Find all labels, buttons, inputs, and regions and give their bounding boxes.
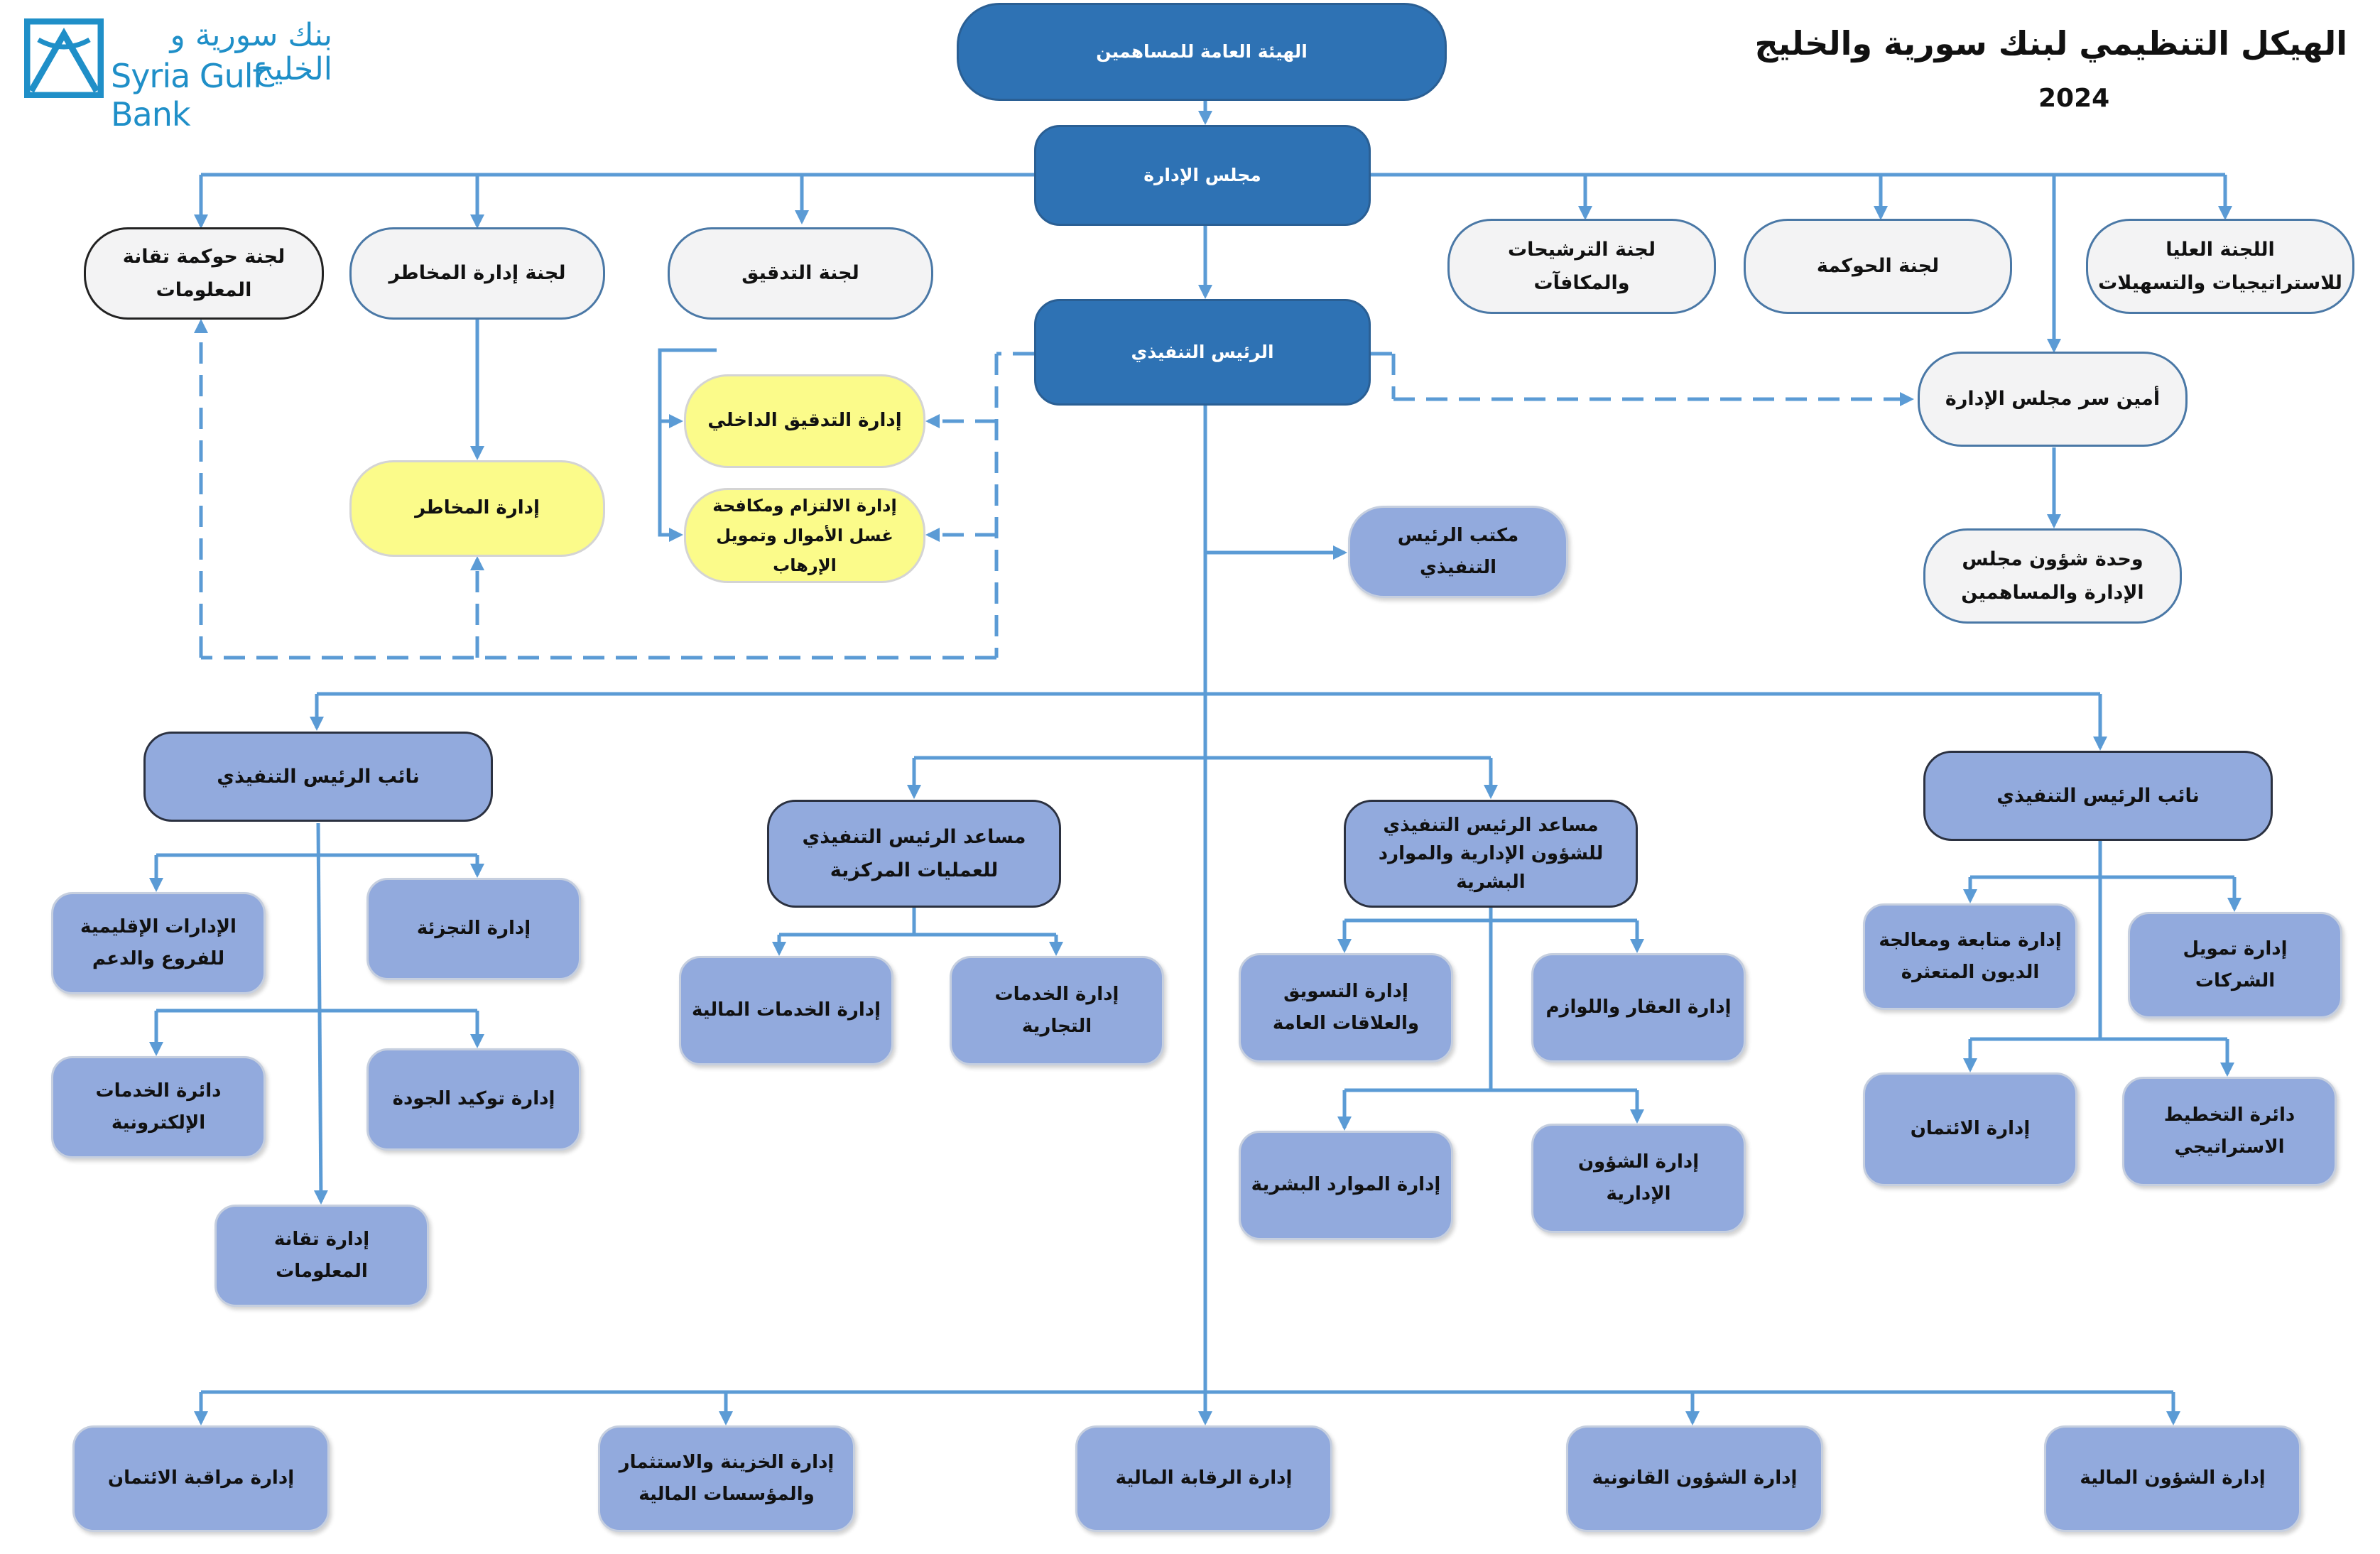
board-affairs-unit-node[interactable]: وحدة شؤون مجلس الإدارة والمساهمين bbox=[1923, 528, 2182, 624]
it-management-node[interactable]: إدارة تقانة المعلومات bbox=[214, 1205, 429, 1307]
general-assembly-node[interactable]: الهيئة العامة للمساهمين bbox=[957, 3, 1447, 101]
logo-english-name: Syria Gulf Bank bbox=[111, 57, 264, 134]
admin-affairs-node[interactable]: إدارة الشؤون الإدارية bbox=[1531, 1124, 1746, 1233]
marketing-pr-node[interactable]: إدارة التسويق والعلاقات العامة bbox=[1239, 953, 1453, 1063]
strategic-planning-node[interactable]: دائرة التخطيط الاستراتيجي bbox=[2122, 1077, 2337, 1186]
assistant-ceo-admin-hr-node[interactable]: مساعد الرئيس التنفيذي للشؤون الإدارية وا… bbox=[1344, 800, 1638, 908]
property-supplies-node[interactable]: إدارة العقار واللوازم bbox=[1531, 953, 1746, 1063]
syria-gulf-bank-logo: بنك سورية و الخليج Syria Gulf Bank bbox=[24, 17, 337, 134]
human-resources-node[interactable]: إدارة الموارد البشرية bbox=[1239, 1131, 1453, 1240]
treasury-investment-node[interactable]: إدارة الخزينة والاستثمار والمؤسسات المال… bbox=[598, 1425, 855, 1532]
regional-branches-node[interactable]: الإدارات الإقليمية للفروع والدعم bbox=[51, 892, 266, 994]
governance-committee-node[interactable]: لجنة الحوكمة bbox=[1744, 219, 2012, 314]
retail-node[interactable]: إدارة التجزئة bbox=[366, 878, 581, 980]
legal-affairs-node[interactable]: إدارة الشؤون القانونية bbox=[1566, 1425, 1823, 1532]
deputy-ceo-right-node[interactable]: نائب الرئيس التنفيذي bbox=[1923, 751, 2273, 841]
quality-assurance-node[interactable]: إدارة توكيد الجودة bbox=[366, 1048, 581, 1151]
it-governance-committee-node[interactable]: لجنة حوكمة تقانة المعلومات bbox=[84, 227, 324, 320]
logo-arabic-name: بنك سورية و الخليج bbox=[170, 17, 332, 88]
corporate-finance-node[interactable]: إدارة تمويل الشركات bbox=[2128, 912, 2342, 1018]
commercial-services-node[interactable]: إدارة الخدمات التجارية bbox=[950, 956, 1164, 1065]
risk-management-node[interactable]: إدارة المخاطر bbox=[349, 460, 605, 557]
assistant-ceo-operations-node[interactable]: مساعد الرئيس التنفيذي للعمليات المركزية bbox=[767, 800, 1061, 908]
financial-affairs-node[interactable]: إدارة الشؤون المالية bbox=[2044, 1425, 2301, 1532]
internal-audit-node[interactable]: إدارة التدقيق الداخلي bbox=[684, 374, 925, 468]
deputy-ceo-left-node[interactable]: نائب الرئيس التنفيذي bbox=[143, 732, 493, 822]
financial-services-node[interactable]: إدارة الخدمات المالية bbox=[679, 956, 893, 1065]
credit-monitoring-node[interactable]: إدارة مراقبة الائتمان bbox=[72, 1425, 330, 1532]
chart-title: الهيكل التنظيمي لبنك سورية والخليج bbox=[1754, 24, 2348, 63]
strategy-committee-node[interactable]: اللجنة العليا للاستراتيجيات والتسهيلات bbox=[2086, 219, 2354, 314]
credit-node[interactable]: إدارة الائتمان bbox=[1863, 1072, 2077, 1186]
ceo-node[interactable]: الرئيس التنفيذي bbox=[1034, 299, 1371, 406]
risk-committee-node[interactable]: لجنة إدارة المخاطر bbox=[349, 227, 605, 320]
financial-control-node[interactable]: إدارة الرقابة المالية bbox=[1075, 1425, 1332, 1532]
board-secretary-node[interactable]: أمين سر مجلس الإدارة bbox=[1918, 352, 2188, 447]
nominations-committee-node[interactable]: لجنة الترشيحات والمكافآت bbox=[1447, 219, 1716, 314]
audit-committee-node[interactable]: لجنة التدقيق bbox=[668, 227, 933, 320]
e-services-node[interactable]: دائرة الخدمات الإلكترونية bbox=[51, 1056, 266, 1158]
debt-followup-node[interactable]: إدارة متابعة ومعالجة الديون المتعثرة bbox=[1863, 903, 2077, 1010]
bank-logo-mark-icon bbox=[24, 18, 104, 98]
compliance-aml-node[interactable]: إدارة الالتزام ومكافحة غسل الأموال وتموي… bbox=[684, 488, 925, 583]
ceo-office-node[interactable]: مكتب الرئيس التنفيذي bbox=[1348, 506, 1568, 598]
board-node[interactable]: مجلس الإدارة bbox=[1034, 125, 1371, 226]
chart-year: 2024 bbox=[2038, 84, 2110, 113]
